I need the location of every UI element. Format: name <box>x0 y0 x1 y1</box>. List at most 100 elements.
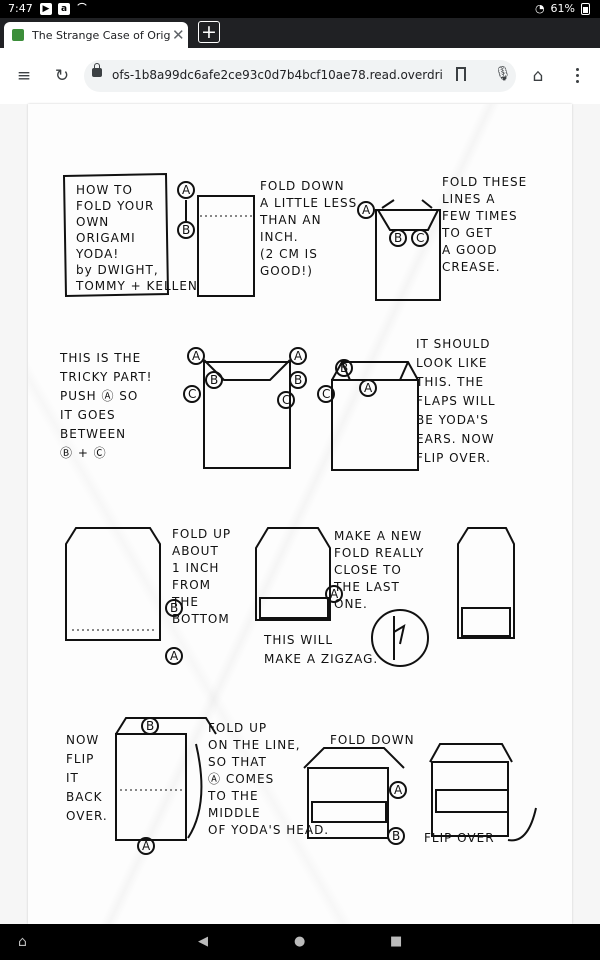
battery-label: 61% <box>550 2 575 15</box>
new-tab-button[interactable]: + <box>198 21 220 43</box>
marker-a9-letter: A <box>394 783 403 797</box>
step5-line-4: THE <box>171 595 199 609</box>
marker-b1-letter: B <box>182 223 191 237</box>
step10-top <box>429 743 513 763</box>
step8-line-1: ON THE LINE, <box>208 738 301 752</box>
marker-a5-circle <box>165 647 183 665</box>
step2-line-0: FOLD THESE <box>442 175 527 189</box>
zigzag-detail <box>371 609 429 667</box>
reload-icon[interactable]: ↻ <box>54 66 70 86</box>
step8-paper <box>115 733 187 841</box>
back-icon[interactable]: ◀ <box>198 934 208 949</box>
step1-line-1: A LITTLE LESS <box>260 196 357 210</box>
step1-line-0: FOLD DOWN <box>260 179 345 193</box>
step7-text-line-4: OVER. <box>66 809 108 823</box>
recents-icon[interactable]: ■ <box>390 934 403 949</box>
step4-line-0: IT SHOULD <box>416 337 490 351</box>
battery-icon <box>581 2 590 15</box>
active-tab[interactable]: The Strange Case of Origami Yoda ✕ <box>4 22 188 48</box>
step7-fold <box>461 607 511 637</box>
step6b-line-0: THIS WILL <box>263 633 333 647</box>
menu-icon[interactable] <box>576 68 580 86</box>
step4-line-6: FLIP OVER. <box>416 451 491 465</box>
play-icon: ▶ <box>40 3 52 15</box>
step10-arrow <box>507 807 537 842</box>
step3-line-2: PUSH Ⓐ SO <box>60 389 138 403</box>
step6-fold <box>259 597 329 619</box>
marker-b9-circle <box>387 827 405 845</box>
step8-line-5: MIDDLE <box>208 806 261 820</box>
step2-paper <box>375 209 441 301</box>
clock: 7:47 <box>8 2 33 15</box>
step2-line-2: FEW TIMES <box>442 209 518 223</box>
close-tab-button[interactable]: ✕ <box>172 26 185 44</box>
step5-paper <box>65 527 161 641</box>
marker-b2-circle <box>389 229 407 247</box>
status-bar: 7:47 ▶ a ⌒ ◔ 61% <box>0 0 600 18</box>
notification-icon: ⌒ <box>77 4 87 14</box>
tab-title: The Strange Case of Origami Yoda <box>32 28 170 42</box>
marker-a9-circle <box>389 781 407 799</box>
step1-line-5: GOOD!) <box>260 264 313 278</box>
step10-flap <box>435 789 509 813</box>
title-line-0: HOW TO <box>76 183 133 197</box>
step4-line-4: BE YODA'S <box>416 413 489 427</box>
step4-line-3: FLAPS WILL <box>416 394 496 408</box>
step7-text-line-1: FLIP <box>66 752 94 766</box>
marker-a6-letter: A <box>330 587 339 601</box>
step10-paper <box>431 761 509 837</box>
step3-line-5: Ⓑ + Ⓒ <box>60 446 107 460</box>
title-line-2: OWN <box>76 215 109 229</box>
step4-line-5: EARS. NOW <box>416 432 495 446</box>
wifi-icon: ◔ <box>534 2 545 15</box>
step8-line-3: Ⓐ COMES <box>208 772 274 786</box>
marker-b3-letter: B <box>210 373 219 387</box>
step6-line-4: ONE. <box>334 597 368 611</box>
step8-line-2: SO THAT <box>208 755 267 769</box>
marker-c3-circle <box>183 385 201 403</box>
step5-line-0: FOLD UP <box>172 527 231 541</box>
amazon-icon: a <box>58 3 70 15</box>
address-bar[interactable]: ofs-1b8a99dc6afe2ce93c0d7b4bcf10ae78.rea… <box>84 60 516 92</box>
step6-line-1: FOLD REALLY <box>334 546 424 560</box>
title-line-6: TOMMY + KELLEN <box>75 279 198 293</box>
lock-icon <box>92 63 102 77</box>
step6b-line-1: MAKE A ZIGZAG. <box>264 652 378 666</box>
nav-home-icon[interactable]: ⌂ <box>18 934 27 950</box>
step10-line-0: FLIP OVER <box>424 831 495 845</box>
step3-line-3: IT GOES <box>60 408 116 422</box>
marker-a4-circle <box>359 379 377 397</box>
step2-line-5: CREASE. <box>442 260 501 274</box>
tab-bar: The Strange Case of Origami Yoda ✕ + <box>0 18 600 48</box>
marker-c2-circle <box>411 229 429 247</box>
step6-paper <box>255 527 331 621</box>
step1-paper <box>197 195 255 297</box>
step2-line-4: A GOOD <box>442 243 497 257</box>
step3-line-4: BETWEEN <box>60 427 126 441</box>
tab-switcher-icon[interactable]: ≡ <box>16 66 32 86</box>
home-button-icon[interactable]: ● <box>294 934 306 949</box>
marker-c4-circle <box>317 385 335 403</box>
home-icon[interactable]: ⌂ <box>532 66 544 86</box>
step9-top <box>303 747 405 769</box>
step5-line-5: BOTTOM <box>172 612 230 626</box>
marker-b3b-letter: B <box>294 373 303 387</box>
bookmark-icon[interactable] <box>456 67 466 81</box>
step7-text-line-3: BACK <box>66 790 103 804</box>
paper-texture <box>28 104 572 924</box>
step5-line-2: 1 INCH <box>172 561 219 575</box>
mic-icon[interactable]: 🎙 <box>494 66 512 82</box>
marker-b8-circle <box>141 717 159 735</box>
step1-line-3: INCH. <box>260 230 299 244</box>
marker-b5-letter: B <box>170 601 179 615</box>
marker-a2-letter: A <box>362 203 371 217</box>
step9-line-0: FOLD DOWN <box>330 733 415 747</box>
marker-b5-circle <box>165 599 183 617</box>
step2-line-1: LINES A <box>442 192 495 206</box>
step8-line-4: TO THE <box>207 789 259 803</box>
marker-b9-letter: B <box>392 829 401 843</box>
marker-a4-letter: A <box>364 381 373 395</box>
step1-line-2: THAN AN <box>259 213 322 227</box>
